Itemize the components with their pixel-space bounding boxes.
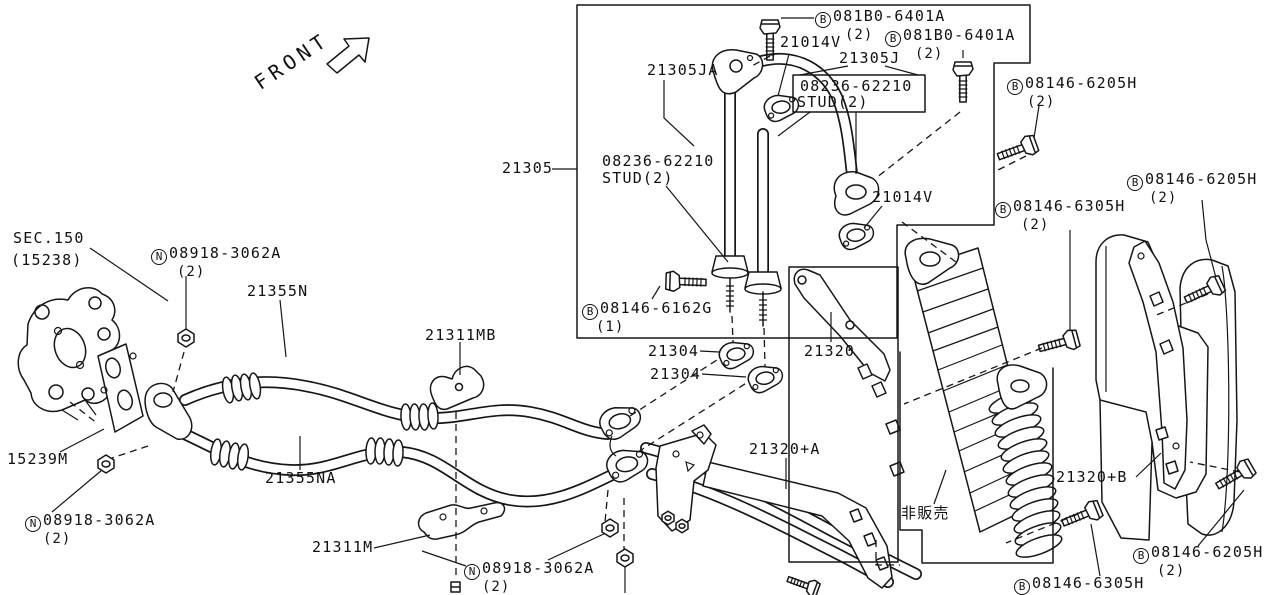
callout-boxes (577, 5, 1053, 563)
label-21355n: 21355N (247, 282, 309, 300)
quantity: (2) (1157, 563, 1186, 579)
label-21014v-1: 21014V (780, 33, 842, 51)
label-stud-left-2: STUD(2) (602, 169, 674, 187)
part-number: 08146-6162G (600, 299, 713, 317)
circled-b-icon: B (582, 304, 598, 320)
quantity: (2) (1149, 190, 1178, 206)
label-21355na: 21355NA (265, 469, 337, 487)
label-21305ja: 21305JA (647, 61, 719, 79)
label-stud-right-2: STUD(2) (797, 93, 869, 111)
label-21311m: 21311M (312, 538, 374, 556)
oil-pipe-assembly-21305 (711, 50, 879, 327)
part-number: 08918-3062A (43, 511, 156, 529)
bracket-21320 (794, 269, 890, 397)
hose-bellows (209, 372, 438, 470)
label-21320: 21320 (804, 342, 856, 360)
label-21320-a: 21320+A (749, 440, 821, 458)
label-21320-b: 21320+B (1056, 468, 1128, 486)
alignment-dashes (70, 56, 1240, 580)
quantity: (2) (915, 46, 944, 62)
label-21304-1: 21304 (648, 342, 700, 360)
circled-b-icon: B (1007, 79, 1023, 95)
hose-connector (145, 383, 192, 439)
clamp-21311mb (430, 366, 483, 409)
quantity: (2) (43, 531, 72, 547)
part-number: 08146-6205H (1145, 170, 1258, 188)
quantity: (2) (1027, 94, 1056, 110)
circled-n-icon: N (25, 516, 41, 532)
oil-cooler (886, 238, 1064, 561)
label-not-for-sale: 非販売 (901, 504, 950, 522)
part-number: 08146-6205H (1025, 74, 1138, 92)
front-arrow-icon (327, 38, 369, 73)
part-number: 08146-6305H (1032, 574, 1145, 592)
quantity: (2) (482, 579, 511, 595)
oil-filter-housing (18, 288, 119, 420)
circled-b-icon: B (1127, 175, 1143, 191)
hose-end-flanges (595, 400, 652, 486)
circled-n-icon: N (151, 249, 167, 265)
label-21304-2: 21304 (650, 365, 702, 383)
label-stud-right: 08236-62210 (800, 77, 913, 95)
part-number: 08146-6205H (1151, 543, 1264, 561)
quantity: (2) (1021, 217, 1050, 233)
circled-b-icon: B (995, 202, 1011, 218)
circled-b-icon: B (885, 31, 901, 47)
part-number: 081B0-6401A (903, 26, 1016, 44)
label-15239m: 15239M (7, 450, 69, 468)
bracket-21311m (419, 503, 505, 539)
label-sec-150: SEC.150 (13, 229, 85, 247)
part-number: 08918-3062A (482, 559, 595, 577)
bracket-21320-a (656, 425, 892, 588)
circled-n-icon: N (464, 564, 480, 580)
quantity: (2) (177, 264, 206, 280)
bracket-21320-b (1129, 241, 1187, 489)
leader-lines (52, 18, 1244, 593)
label-21014v-2: 21014V (872, 188, 934, 206)
label-15238: (15238) (11, 251, 83, 269)
circled-b-icon: B (815, 12, 831, 28)
part-number: 081B0-6401A (833, 7, 946, 25)
circled-b-icon: B (1133, 548, 1149, 564)
label-21305: 21305 (502, 159, 554, 177)
gasket-21304-pair (716, 338, 786, 396)
label-stud-left: 08236-62210 (602, 152, 715, 170)
part-number: 08918-3062A (169, 244, 282, 262)
quantity: (1) (596, 319, 625, 335)
circled-b-icon: B (1014, 579, 1030, 595)
gasket-15239m (98, 344, 143, 432)
part-number: 08146-6305H (1013, 197, 1126, 215)
label-21311mb: 21311MB (425, 326, 497, 344)
label-21305j: 21305J (839, 49, 901, 67)
quantity: (2) (845, 27, 874, 43)
